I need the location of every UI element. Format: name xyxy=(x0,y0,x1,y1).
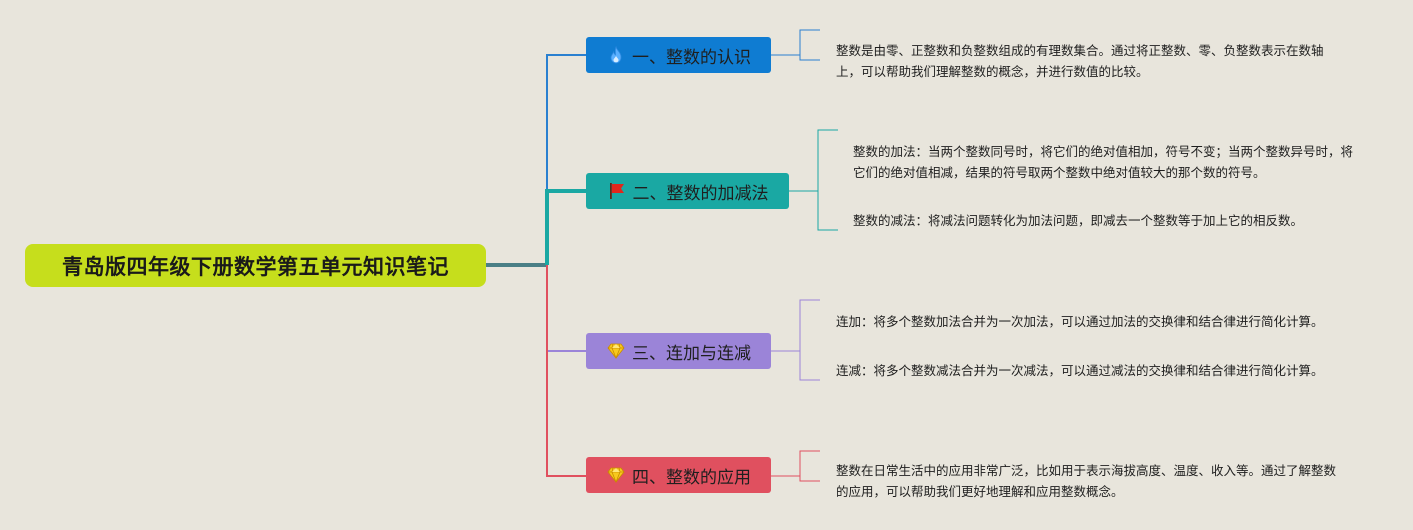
topic-node-2[interactable]: 二、整数的加减法 xyxy=(586,173,789,209)
note-text: 整数的减法：将减法问题转化为加法问题，即减去一个整数等于加上它的相反数。 xyxy=(853,213,1304,228)
note-connector-2 xyxy=(789,129,838,231)
topic-label-1: 一、整数的认识 xyxy=(632,47,751,68)
topic-label-2: 二、整数的加减法 xyxy=(632,183,769,204)
gem-icon xyxy=(606,341,626,361)
branch-line-3 xyxy=(546,265,586,352)
note-text: 整数在日常生活中的应用非常广泛，比如用于表示海拔高度、温度、收入等。通过了解整数… xyxy=(836,463,1337,499)
note-connector-3 xyxy=(771,299,820,381)
note-connector-4 xyxy=(771,450,820,482)
note-text: 整数的加法：当两个整数同号时，将它们的绝对值相加，符号不变；当两个整数异号时，将… xyxy=(853,144,1354,180)
topic-label-4: 四、整数的应用 xyxy=(632,467,751,488)
note-text: 连减：将多个整数减法合并为一次减法，可以通过减法的交换律和结合律进行简化计算。 xyxy=(836,363,1324,378)
note-text: 连加：将多个整数加法合并为一次加法，可以通过加法的交换律和结合律进行简化计算。 xyxy=(836,314,1324,329)
note-text: 整数是由零、正整数和负整数组成的有理数集合。通过将正整数、零、负整数表示在数轴上… xyxy=(836,43,1324,79)
root-node[interactable]: 青岛版四年级下册数学第五单元知识笔记 xyxy=(25,244,486,287)
root-title: 青岛版四年级下册数学第五单元知识笔记 xyxy=(62,254,449,279)
branch-line-1 xyxy=(546,54,586,265)
branch-line-4 xyxy=(546,351,586,477)
branch-line-2 xyxy=(545,189,586,265)
red-flag-icon xyxy=(607,181,627,201)
topic-node-4[interactable]: 四、整数的应用 xyxy=(586,457,771,493)
topic-label-3: 三、连加与连减 xyxy=(632,343,751,364)
gem-icon xyxy=(606,465,626,485)
fire-icon xyxy=(606,45,626,65)
note-connector-1 xyxy=(771,29,820,61)
topic-node-1[interactable]: 一、整数的认识 xyxy=(586,37,771,73)
topic-node-3[interactable]: 三、连加与连减 xyxy=(586,333,771,369)
